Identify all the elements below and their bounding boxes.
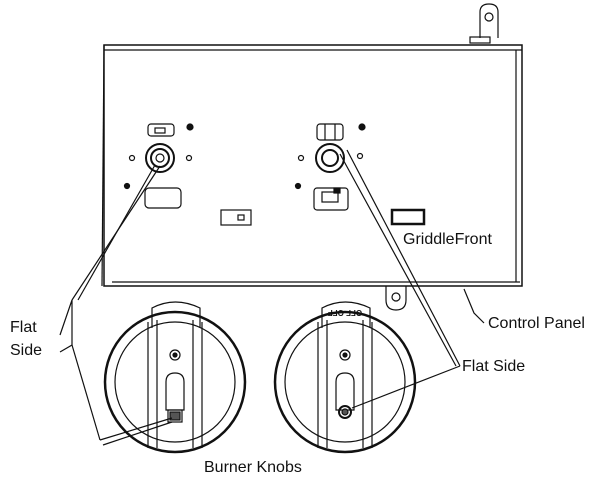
leader-flat-right-to-valve <box>346 149 461 367</box>
leader-flat-left-bracket <box>59 299 73 353</box>
knob-off-marking: OFF OFF <box>328 308 362 317</box>
leader-flat-left-bottom2 <box>99 417 173 441</box>
panel-slots <box>220 208 426 226</box>
leader-flat-right-to-valve2 <box>339 153 457 367</box>
label-griddle-front: GriddleFront <box>403 231 492 248</box>
label-flat-side-left: Flat Side <box>10 318 42 360</box>
left-valve-assembly <box>123 123 194 209</box>
label-flat-line1: Flat <box>10 319 37 336</box>
left-burner-knob <box>103 301 247 454</box>
label-flat-side-right: Flat Side <box>462 358 526 375</box>
leader-flat-left-to-knob2 <box>77 164 156 301</box>
leader-flat-left-bottom1 <box>71 344 101 441</box>
right-valve-assembly <box>294 123 366 211</box>
label-flat-line2: Side <box>10 342 43 359</box>
label-burner-knobs: Burner Knobs <box>204 459 302 476</box>
leader-control-panel <box>463 288 485 324</box>
leader-flat-left-bottom3 <box>102 421 173 446</box>
control-panel <box>101 44 523 287</box>
leader-lines <box>59 149 485 446</box>
bottom-mounting-tab <box>385 286 407 311</box>
label-control-panel: Control Panel <box>488 315 585 332</box>
top-mounting-tab <box>469 3 499 44</box>
right-burner-knob: OFF OFF <box>273 301 417 454</box>
leader-flat-right-to-knob <box>351 365 461 409</box>
